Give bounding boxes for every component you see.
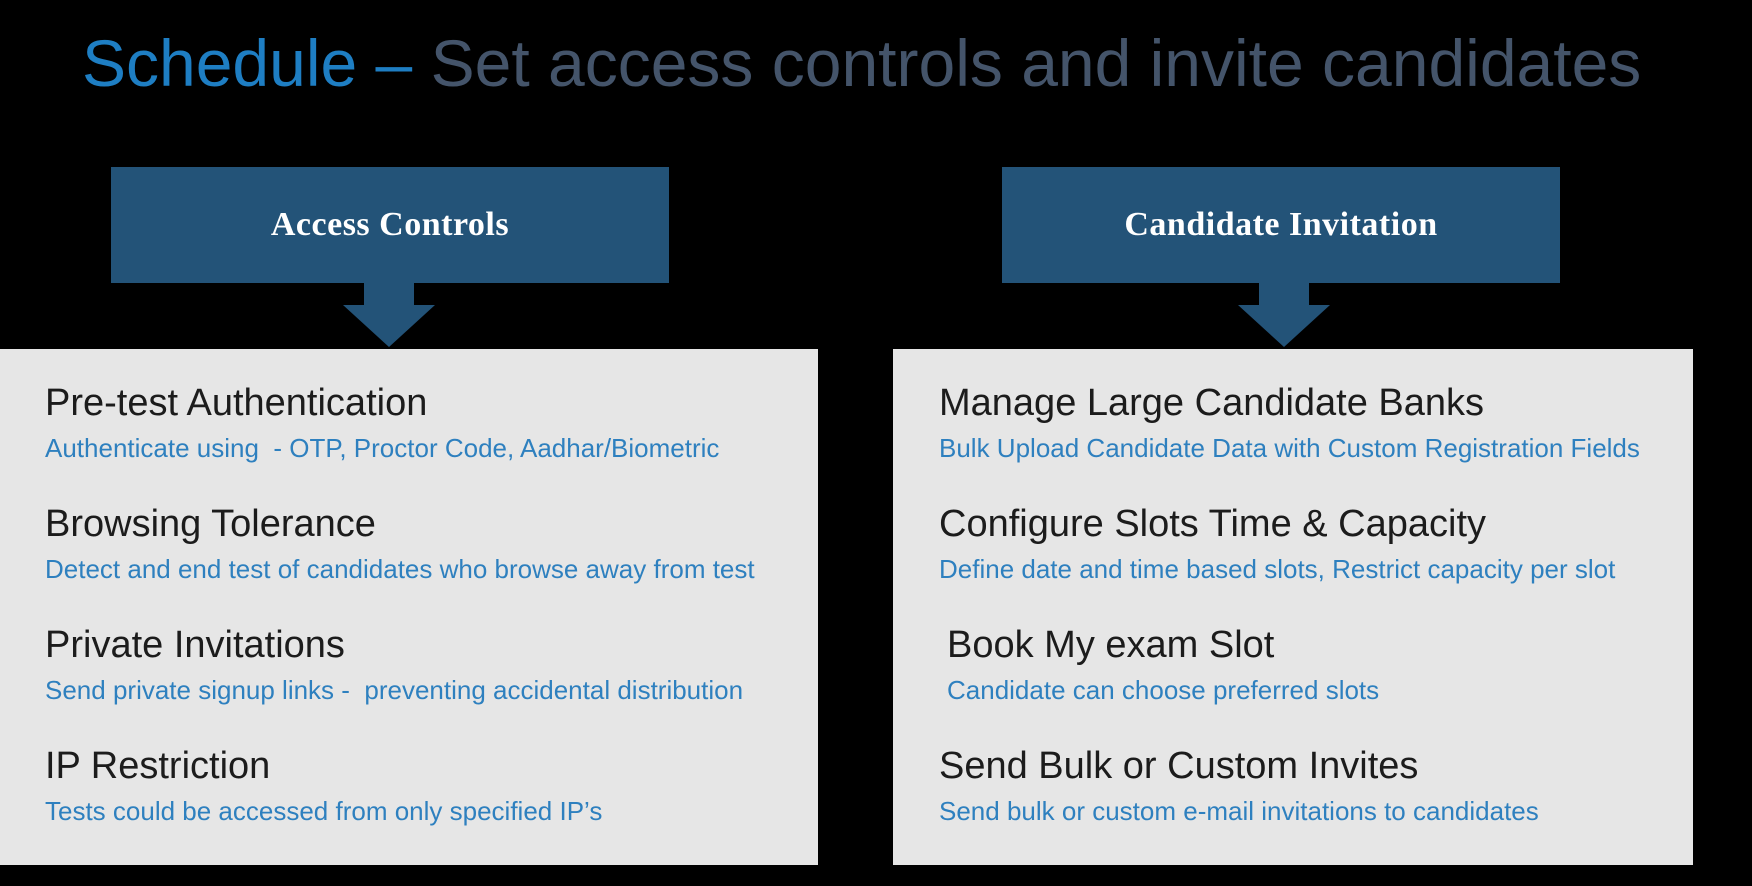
access-controls-panel: Pre-test Authentication Authenticate usi… bbox=[0, 349, 818, 865]
feature-description: Send private signup links - preventing a… bbox=[45, 674, 744, 705]
feature-description: Candidate can choose preferred slots bbox=[947, 674, 1380, 705]
down-arrow-head bbox=[1238, 305, 1330, 347]
feature-item: Manage Large Candidate Banks Bulk Upload… bbox=[939, 381, 1677, 464]
access-controls-header-box: Access Controls bbox=[111, 167, 669, 283]
feature-description: Send bulk or custom e-mail invitations t… bbox=[939, 795, 1539, 826]
feature-heading: Private Invitations bbox=[45, 624, 345, 667]
feature-heading: Browsing Tolerance bbox=[45, 503, 376, 546]
candidate-invitation-header-label: Candidate Invitation bbox=[1124, 206, 1438, 243]
candidate-invitation-panel: Manage Large Candidate Banks Bulk Upload… bbox=[893, 349, 1693, 865]
feature-item: Browsing Tolerance Detect and end test o… bbox=[45, 502, 802, 585]
down-arrow-stem bbox=[1259, 283, 1309, 305]
feature-description: Detect and end test of candidates who br… bbox=[45, 553, 755, 584]
feature-description: Tests could be accessed from only specif… bbox=[45, 795, 603, 826]
down-arrow-stem bbox=[364, 283, 414, 305]
feature-heading: Configure Slots Time & Capacity bbox=[939, 503, 1487, 546]
feature-item: Private Invitations Send private signup … bbox=[45, 623, 802, 706]
feature-description: Authenticate using - OTP, Proctor Code, … bbox=[45, 432, 720, 463]
page-title-rest: Set access controls and invite candidate… bbox=[430, 26, 1642, 100]
feature-item: Send Bulk or Custom Invites Send bulk or… bbox=[939, 744, 1677, 827]
feature-heading: Send Bulk or Custom Invites bbox=[939, 745, 1419, 788]
down-arrow-head bbox=[343, 305, 435, 347]
down-arrow-icon bbox=[1238, 283, 1330, 347]
page-title: Schedule – Set access controls and invit… bbox=[82, 26, 1642, 100]
candidate-invitation-header-box: Candidate Invitation bbox=[1002, 167, 1560, 283]
feature-heading: Manage Large Candidate Banks bbox=[939, 382, 1485, 424]
feature-heading: Pre-test Authentication bbox=[45, 382, 428, 424]
feature-description: Define date and time based slots, Restri… bbox=[939, 553, 1616, 584]
feature-item: Configure Slots Time & Capacity Define d… bbox=[939, 502, 1677, 585]
access-controls-header-label: Access Controls bbox=[270, 206, 510, 243]
feature-item: IP Restriction Tests could be accessed f… bbox=[45, 744, 802, 827]
feature-description: Bulk Upload Candidate Data with Custom R… bbox=[939, 432, 1640, 463]
page-title-highlight: Schedule – bbox=[82, 26, 431, 100]
feature-item: Book My exam Slot Candidate can choose p… bbox=[947, 623, 1677, 706]
down-arrow-icon bbox=[343, 283, 435, 347]
feature-item: Pre-test Authentication Authenticate usi… bbox=[45, 381, 802, 464]
feature-heading: IP Restriction bbox=[45, 745, 271, 788]
feature-heading: Book My exam Slot bbox=[947, 624, 1275, 667]
